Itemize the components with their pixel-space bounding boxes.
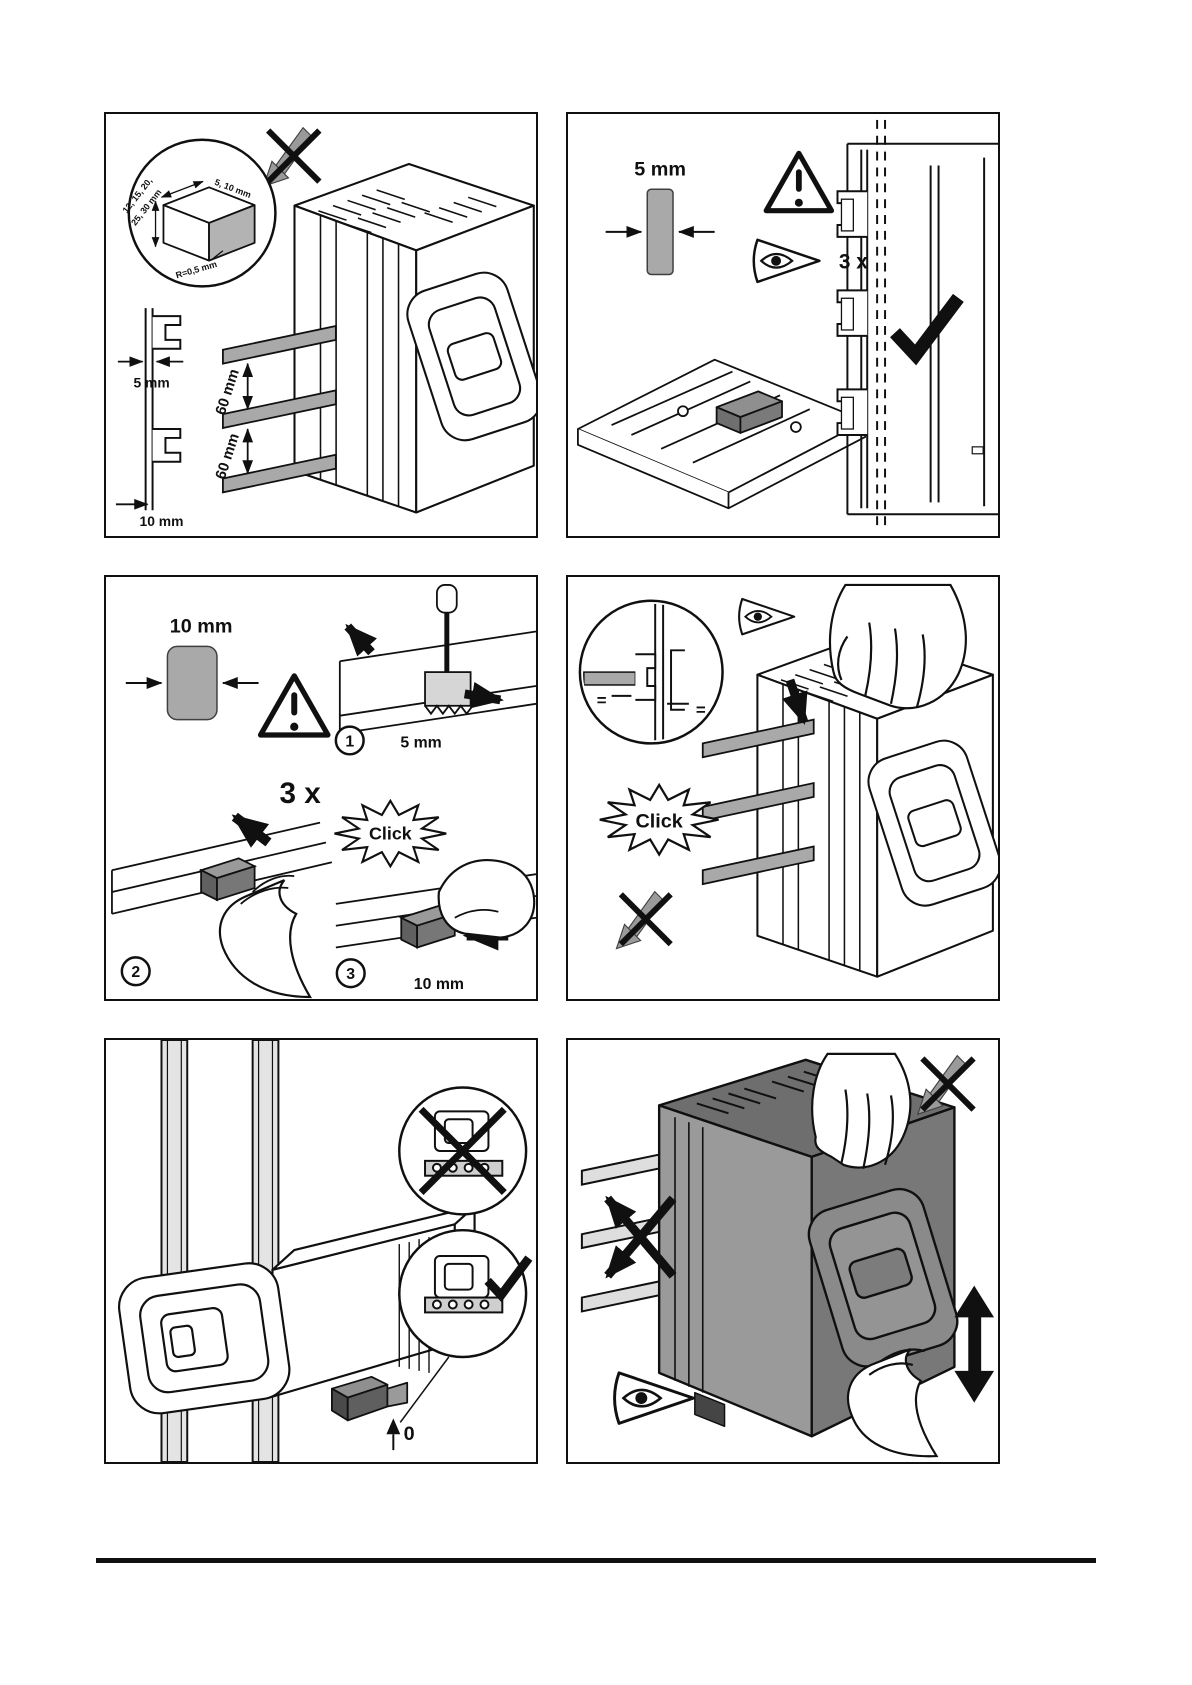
- panel-claw-adjustment: 10 mm 3 x 1 5 mm: [104, 575, 538, 1001]
- repeat-count-label: 3 x: [280, 777, 322, 810]
- step3-number-badge: [335, 958, 366, 989]
- panel-busbar-dimensions: 60 mm 60 mm 5 mm 10 mm: [104, 112, 538, 538]
- wrong-alignment-inset: [398, 1086, 528, 1216]
- step2-number: 2: [131, 964, 140, 981]
- click-label: Click: [635, 811, 683, 833]
- repeat-count-label: 3 x: [839, 251, 868, 274]
- alignment-dashed-lines: [876, 119, 887, 531]
- alignment-inset: = =: [578, 599, 724, 745]
- busbars: [580, 1151, 669, 1313]
- step1-dim-label: 5 mm: [400, 734, 441, 751]
- warning-icon: [261, 676, 328, 735]
- claw-gauge-bar: [166, 645, 218, 721]
- zero-label: 0: [404, 1423, 415, 1445]
- press-down-arrow: [782, 678, 809, 726]
- crossed-arrow-icon: [616, 892, 670, 949]
- busbar-holder-profile: [144, 308, 182, 511]
- correct-alignment-inset: [398, 1228, 528, 1359]
- step2-drawing: [111, 812, 333, 999]
- edge-dim-label: 5 mm: [133, 374, 169, 390]
- pitch-dim-bottom-label: 60 mm: [213, 432, 243, 482]
- step1-number-badge: [334, 725, 365, 756]
- gap-gauge-bar: [646, 188, 674, 276]
- step1-drawing: [338, 584, 536, 735]
- rail-alignment-drawing: [846, 142, 998, 516]
- panel-gap-check: 5 mm 3 x: [566, 112, 1000, 538]
- up-down-arrow: [954, 1285, 995, 1403]
- click-label: Click: [369, 824, 412, 844]
- adapter-base-drawing: [577, 358, 867, 510]
- hands: [811, 1052, 939, 1458]
- depth-dim-label: 10 mm: [140, 513, 184, 529]
- panel-removal: [566, 1038, 1000, 1464]
- step1-number: 1: [345, 733, 354, 750]
- busbars: [222, 324, 337, 494]
- eye-check-icon: [738, 597, 796, 636]
- panel-rail-alignment: 0: [104, 1038, 538, 1464]
- busbar-cross-section-inset: 12, 15, 20, 25, 30 mm 5, 10 mm R=0,5 mm: [120, 138, 277, 288]
- busbars: [701, 718, 815, 886]
- equal-right-label: =: [696, 701, 706, 720]
- crossed-arrow-icon: [264, 128, 320, 186]
- step2-number-badge: [120, 956, 151, 987]
- check-icon: [895, 298, 958, 355]
- warning-icon: [766, 153, 831, 210]
- claw-dim-label: 10 mm: [170, 615, 233, 637]
- pitch-dim-top-label: 60 mm: [213, 367, 243, 417]
- step3-dim-label: 10 mm: [414, 976, 464, 993]
- step3-number: 3: [346, 966, 355, 983]
- edge-dimension-arrows: [115, 356, 184, 510]
- hand-on-top: [828, 583, 967, 710]
- zero-gap-dimension: 0: [386, 1356, 450, 1451]
- no-lever-cross-arrows: [604, 1195, 677, 1279]
- busbar-clamps: [836, 190, 868, 436]
- eye-check-icon: [752, 238, 821, 284]
- gap-dim-label: 5 mm: [634, 158, 686, 180]
- equal-left-label: =: [597, 691, 607, 710]
- panel-mounting-click: = = Click: [566, 575, 1000, 1001]
- step3-drawing: [335, 859, 536, 951]
- page-footer-rule: [96, 1558, 1096, 1563]
